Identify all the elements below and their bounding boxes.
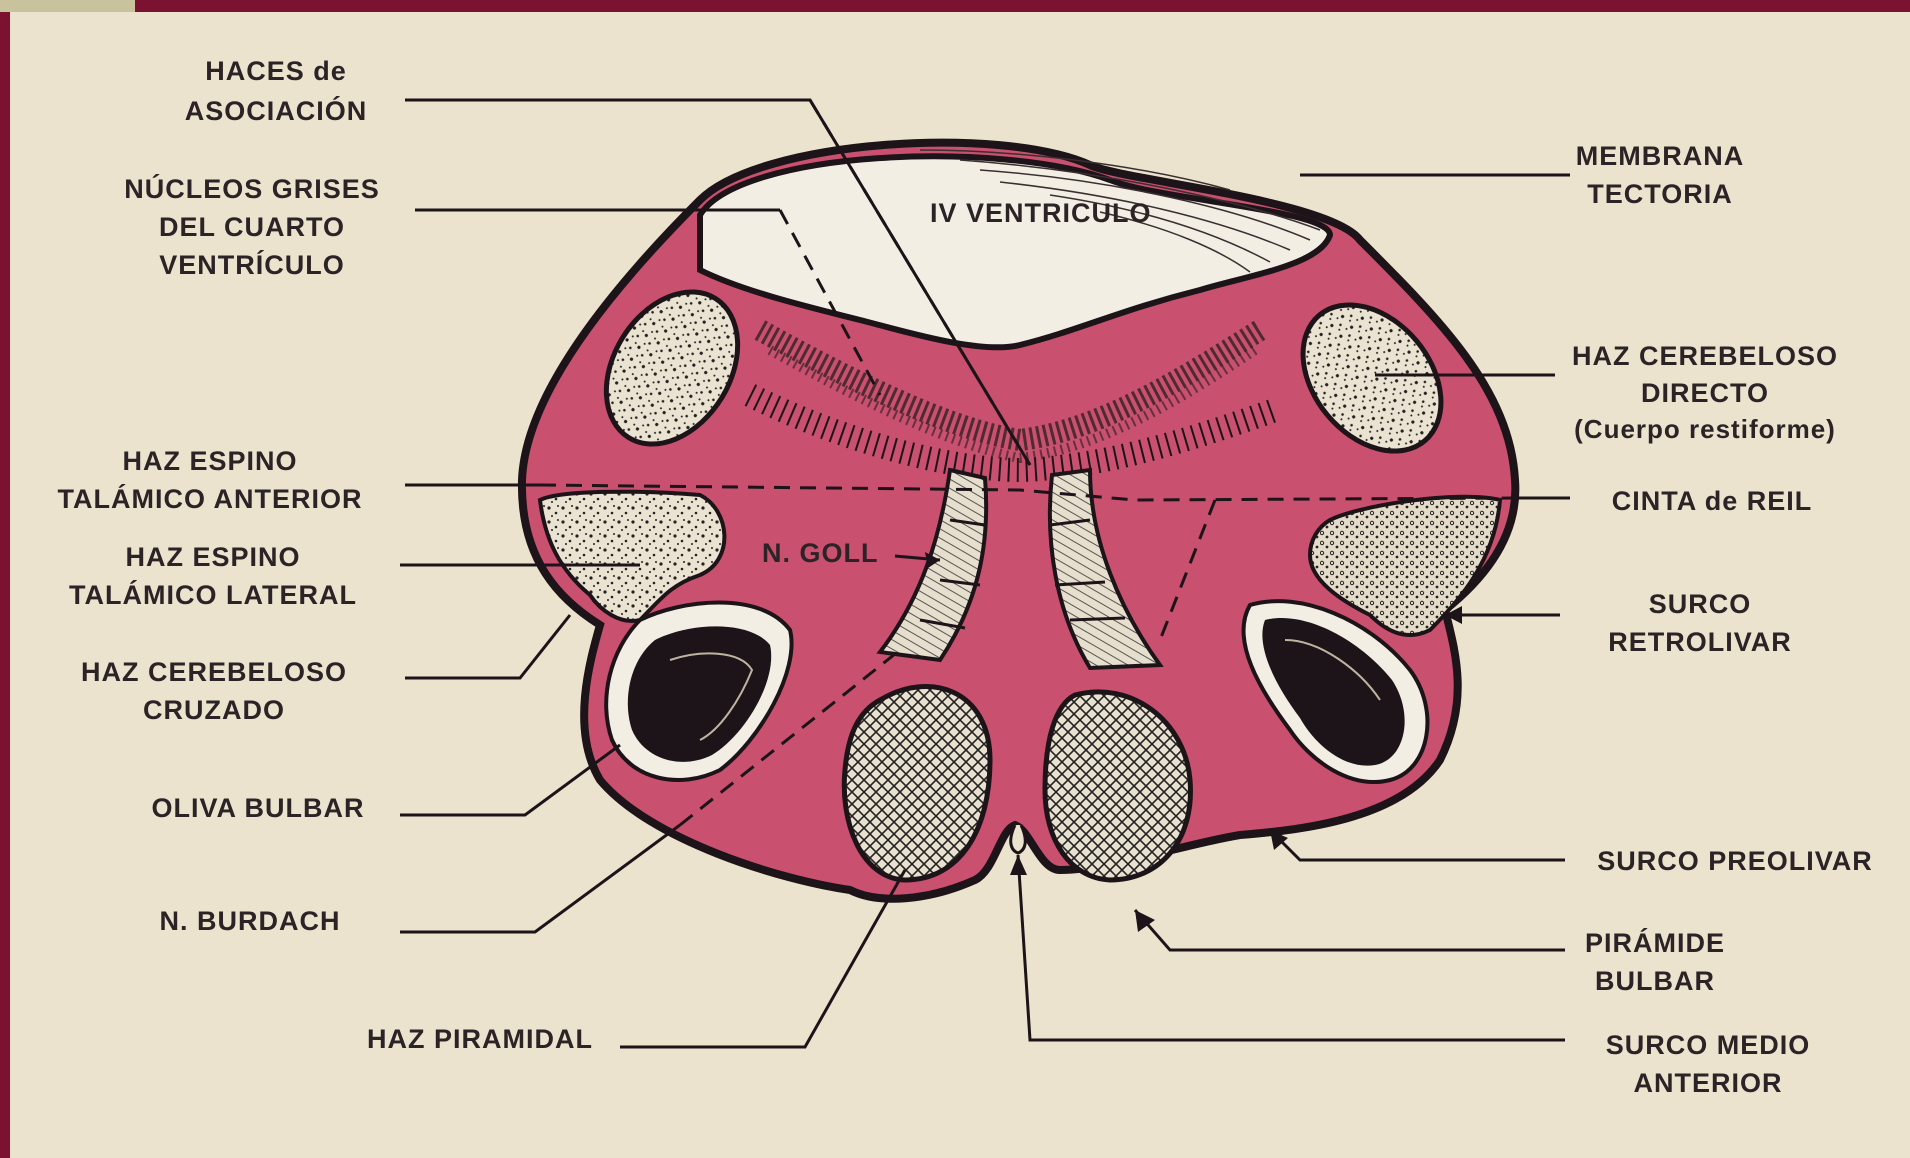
label-membrana-tectoria-2: TECTORIA	[1587, 179, 1733, 209]
label-espino-anterior-1: HAZ ESPINO	[122, 446, 297, 476]
label-nucleos-grises-1: NÚCLEOS GRISES	[124, 173, 380, 204]
label-n-goll: N. GOLL	[762, 538, 879, 568]
label-surco-medio-1: SURCO MEDIO	[1606, 1030, 1811, 1060]
label-piramide-bulbar-2: BULBAR	[1595, 966, 1715, 996]
surco-medio-anterior-notch	[1011, 825, 1026, 853]
label-cerebeloso-cruzado-2: CRUZADO	[143, 695, 285, 725]
leader-burdach	[400, 825, 680, 932]
label-espino-lateral-1: HAZ ESPINO	[125, 542, 300, 572]
leader-piramide-bulbar	[1135, 910, 1565, 950]
surco-medio-arrowhead	[1010, 855, 1027, 875]
label-cerebeloso-cruzado-1: HAZ CEREBELOSO	[81, 657, 347, 687]
label-surco-retrolivar-1: SURCO	[1649, 589, 1752, 619]
leader-surco-medio	[1018, 855, 1565, 1040]
label-piramide-bulbar-1: PIRÁMIDE	[1585, 927, 1725, 958]
label-cerebeloso-directo-3: (Cuerpo restiforme)	[1574, 414, 1836, 444]
labels-right: MEMBRANA TECTORIA HAZ CEREBELOSO DIRECTO…	[1572, 141, 1873, 1098]
label-cerebeloso-directo-2: DIRECTO	[1641, 378, 1769, 408]
label-oliva-bulbar: OLIVA BULBAR	[152, 793, 365, 823]
label-haces-asociacion-2: ASOCIACIÓN	[185, 95, 368, 126]
label-iv-ventriculo: IV VENTRICULO	[930, 198, 1152, 228]
label-surco-retrolivar-2: RETROLIVAR	[1608, 627, 1792, 657]
label-surco-medio-2: ANTERIOR	[1634, 1068, 1783, 1098]
label-n-burdach: N. BURDACH	[160, 906, 341, 936]
label-surco-preolivar: SURCO PREOLIVAR	[1597, 846, 1873, 876]
leader-surco-preolivar	[1270, 830, 1565, 860]
label-espino-lateral-2: TALÁMICO LATERAL	[69, 579, 357, 610]
label-membrana-tectoria-1: MEMBRANA	[1576, 141, 1744, 171]
label-cinta-reil: CINTA de REIL	[1612, 486, 1813, 516]
label-cerebeloso-directo-1: HAZ CEREBELOSO	[1572, 341, 1838, 371]
label-espino-anterior-2: TALÁMICO ANTERIOR	[58, 483, 363, 514]
label-haz-piramidal: HAZ PIRAMIDAL	[367, 1024, 593, 1054]
label-nucleos-grises-3: VENTRÍCULO	[159, 249, 345, 280]
leader-cerebeloso-cruzado	[405, 615, 570, 678]
label-haces-asociacion-1: HACES de	[205, 56, 347, 86]
labels-left: HACES de ASOCIACIÓN NÚCLEOS GRISES DEL C…	[58, 56, 593, 1054]
label-nucleos-grises-2: DEL CUARTO	[159, 212, 345, 242]
